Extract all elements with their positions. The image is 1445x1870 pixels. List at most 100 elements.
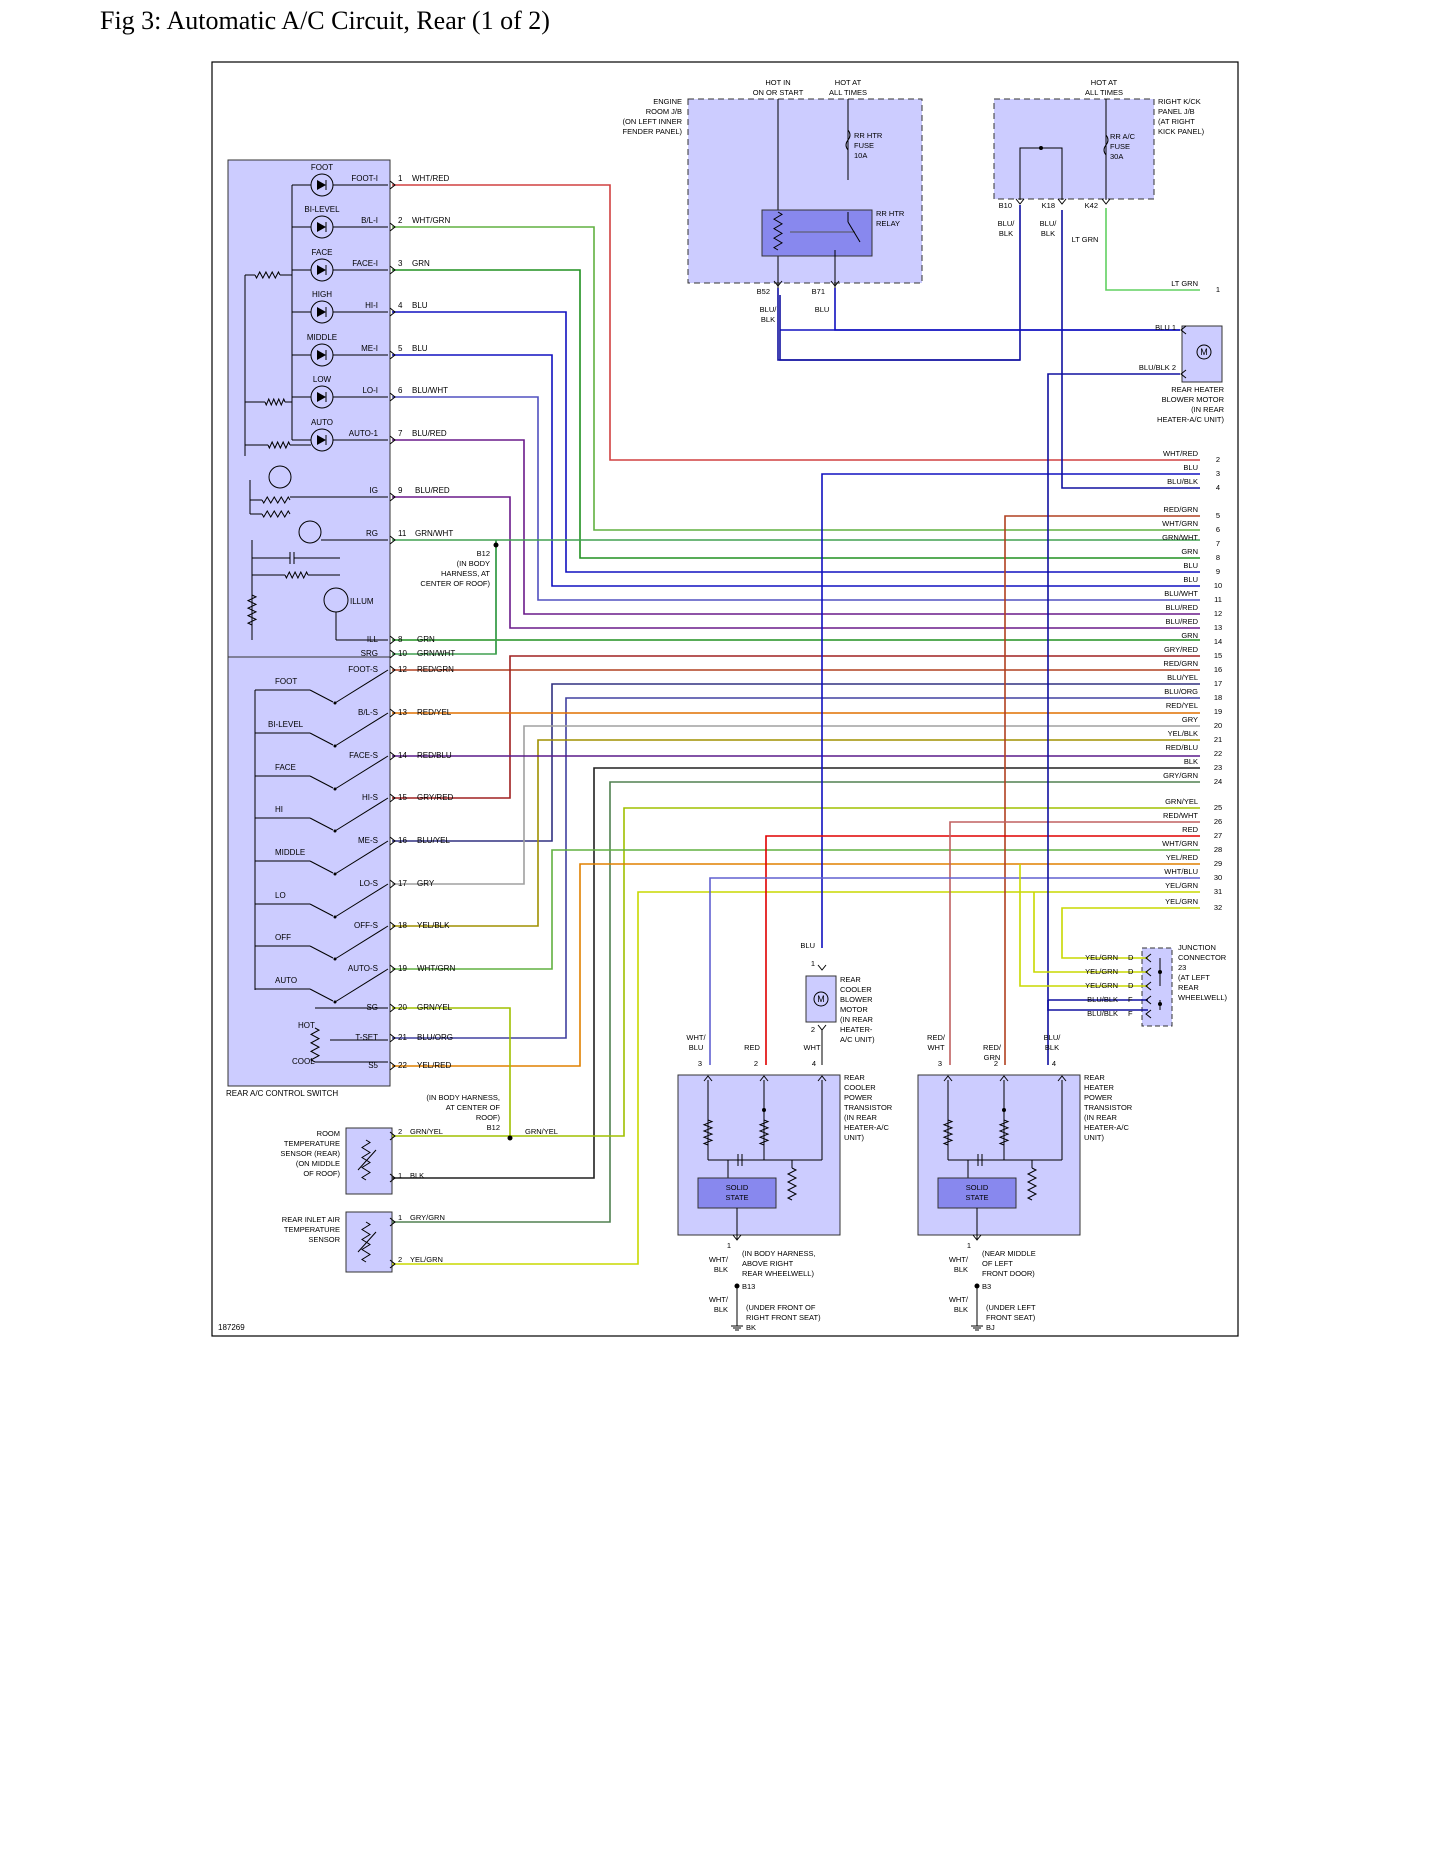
wire-color-label: WHT/ (686, 1033, 706, 1042)
wire-color-label: BLU (412, 301, 428, 310)
wire-color-label: WHT/GRN (1162, 519, 1198, 528)
wire-color-label: RED/BLU (1165, 743, 1198, 752)
wire-color-label: BLU/YEL (1167, 673, 1198, 682)
thermistor-icon (361, 1139, 371, 1181)
led-name: MIDDLE (307, 333, 337, 342)
splice-label: B12 (477, 549, 490, 558)
pin-name: AUTO-S (348, 964, 378, 973)
pin-number: 16 (1214, 665, 1222, 674)
pin-name: HI-I (365, 301, 378, 310)
wire-wht-blu (709, 877, 1200, 1065)
ground-id: BK (746, 1323, 756, 1332)
pin-number: 2 (1216, 455, 1220, 464)
component-label: SENSOR (308, 1235, 340, 1244)
connector-chevron (389, 665, 396, 675)
wire-color-label: GRN (417, 635, 435, 644)
power-label: HOT AT (835, 78, 862, 87)
line (847, 221, 861, 243)
pin-number: 1 (398, 174, 403, 183)
pin-name: ILL (367, 635, 379, 644)
connector-id: B52 (757, 287, 770, 296)
component-label: A/C UNIT) (840, 1035, 875, 1044)
splice-label: AT CENTER OF (446, 1103, 501, 1112)
led-icon (317, 307, 326, 317)
pin-number: 2 (398, 216, 403, 225)
connector-chevron (817, 1024, 827, 1031)
component-label: REAR HEATER (1171, 385, 1224, 394)
ground-label: (UNDER FRONT OF (746, 1303, 816, 1312)
wire-color-label: BLU/BLK (1167, 477, 1198, 486)
wire-yel-grn (1019, 864, 1148, 987)
connector-chevron (389, 751, 396, 761)
pin-number: 1 (967, 1241, 971, 1250)
connector-chevron (389, 1217, 396, 1227)
pin-number: 19 (398, 964, 407, 973)
pin-name: IG (370, 486, 378, 495)
wire-color-label: WHT/RED (1163, 449, 1199, 458)
wire-blu (821, 473, 1200, 948)
wire-gry-red (392, 655, 1200, 799)
component-label: COOLER (840, 985, 872, 994)
wire-color-label: WHT/ (709, 1295, 729, 1304)
pin-name: AUTO-1 (349, 429, 379, 438)
fuse-icon (1103, 134, 1109, 156)
pin-number: 1 (727, 1241, 731, 1250)
resistor-icon (786, 1167, 798, 1201)
wire-yel-grn (1033, 892, 1148, 973)
component-label: (ON MIDDLE (296, 1159, 340, 1168)
wire-color-label: RED/ (927, 1033, 946, 1042)
pin-number: 2 (754, 1059, 758, 1068)
switch-lead (334, 797, 389, 832)
jb-label: (AT RIGHT (1158, 117, 1195, 126)
component-symbols (228, 99, 1212, 1331)
splice-id: B3 (982, 1282, 991, 1291)
pin-number: 9 (1216, 567, 1220, 576)
wire-color-label: WHT (803, 1043, 820, 1052)
switch-label: REAR A/C CONTROL SWITCH (226, 1089, 338, 1098)
fuse-label: RR A/C (1110, 132, 1136, 141)
wire-color-label: BLU/BLK (1087, 995, 1118, 1004)
component-label: COOLER (844, 1083, 876, 1092)
wire-color-label: GRY/RED (417, 793, 454, 802)
led-icon (317, 222, 326, 232)
transistor-icon (268, 465, 292, 489)
wire-color-label: RED/YEL (417, 708, 452, 717)
wire-color-label: BLU/RED (412, 429, 447, 438)
wire-grn-yel (392, 807, 1200, 1137)
component-label: TEMPERATURE (284, 1139, 340, 1148)
rear-inlet-air-temperature-sensor-box (345, 1211, 393, 1273)
connector-chevron (389, 793, 396, 803)
wire-color-label: GRN/WHT (417, 649, 455, 658)
pin-number: 4 (812, 1059, 816, 1068)
wire-yel-red (392, 863, 1200, 1067)
switch-blade (309, 689, 334, 703)
switch-lead (334, 883, 389, 918)
power-label: HOT IN (765, 78, 790, 87)
connector-chevron (389, 1033, 396, 1043)
component-label: POWER (1084, 1093, 1113, 1102)
component-label: HEATER (1084, 1083, 1114, 1092)
pin-label: BLU/BLK 2 (1139, 363, 1176, 372)
switch-position-label: BI-LEVEL (268, 720, 304, 729)
connector-chevron (389, 1173, 396, 1183)
pin-number: 2 (398, 1255, 402, 1264)
component-label: (AT LEFT (1178, 973, 1210, 982)
wire-color-label: BLU (412, 344, 428, 353)
wire-color-label: BLK (1184, 757, 1198, 766)
connector-chevron (817, 1075, 827, 1082)
pin-letter: D (1128, 953, 1134, 962)
switch-position-label: FOOT (275, 677, 297, 686)
led-name: FACE (312, 248, 333, 257)
solid-state-label: SOLID (966, 1183, 989, 1192)
wire-color-label: YEL/GRN (1085, 953, 1118, 962)
wire-blk (392, 767, 1200, 1179)
connector-chevron (943, 1075, 953, 1082)
component-label: REAR (840, 975, 861, 984)
wire-blu-red (392, 439, 1200, 615)
pin-number: 26 (1214, 817, 1222, 826)
pin-name: T-SET (355, 1033, 378, 1042)
connector-chevron (389, 1003, 396, 1013)
connector-chevron (817, 964, 827, 971)
wire-color-label: GRN/WHT (1162, 533, 1198, 542)
